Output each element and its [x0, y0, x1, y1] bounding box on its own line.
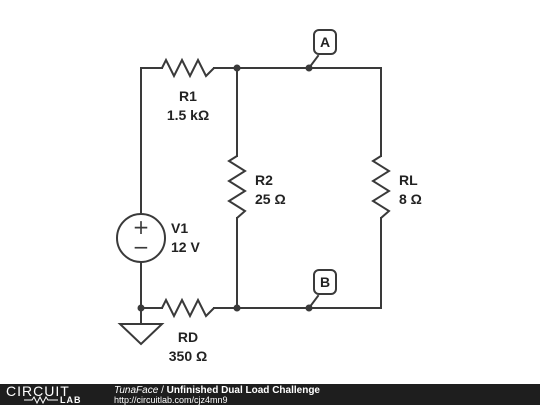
- probe-b-tag: [313, 269, 337, 295]
- probe-b[interactable]: B: [307, 269, 337, 310]
- v1-voltage-source[interactable]: + −: [116, 213, 166, 263]
- v1-minus-sign: −: [133, 235, 150, 259]
- rd-resistor[interactable]: [161, 297, 215, 319]
- rd-name: RD: [178, 329, 198, 345]
- junction-top: [233, 64, 241, 72]
- v1-name: V1: [171, 220, 188, 236]
- rl-resistor[interactable]: [371, 155, 391, 219]
- probe-a-label: A: [320, 34, 330, 50]
- logo-text: CIRCUIT: [6, 383, 70, 399]
- r1-resistor[interactable]: [161, 57, 215, 79]
- probe-a-lead: [307, 54, 320, 70]
- v1-value: 12 V: [171, 239, 200, 255]
- v1-circle: [116, 213, 166, 263]
- rd-value: 350 Ω: [169, 348, 207, 364]
- r2-resistor[interactable]: [227, 155, 247, 219]
- r2-name: R2: [255, 172, 273, 188]
- footer-circuit-title[interactable]: Unfinished Dual Load Challenge: [166, 385, 320, 396]
- r2-value: 25 Ω: [255, 191, 286, 207]
- probe-b-label: B: [320, 274, 330, 290]
- v1-plus-sign: +: [133, 215, 150, 239]
- logo-lab-text: LAB: [60, 395, 82, 405]
- r1-name: R1: [179, 88, 197, 104]
- rl-name: RL: [399, 172, 418, 188]
- r1-value: 1.5 kΩ: [167, 107, 209, 123]
- probe-a[interactable]: A: [307, 29, 337, 70]
- footer-author[interactable]: TunaFace: [114, 385, 159, 396]
- logo-resistor-icon: [24, 396, 58, 404]
- probe-b-lead: [307, 294, 320, 310]
- rl-value: 8 Ω: [399, 191, 422, 207]
- circuit-schematic: + − A B R1 1.5 kΩ R2 25 Ω RL 8 Ω V1 12 V…: [116, 29, 422, 364]
- probe-a-tag: [313, 29, 337, 55]
- junction-ground: [137, 304, 145, 312]
- footer-bar: CIRCUIT LAB TunaFace / Unfinished Dual L…: [0, 384, 540, 405]
- footer-title-line: TunaFace / Unfinished Dual Load Challeng…: [114, 385, 320, 396]
- ground-icon: [117, 323, 165, 346]
- junction-bottom: [233, 304, 241, 312]
- footer-url[interactable]: http://circuitlab.com/cjz4mn9: [114, 395, 228, 405]
- footer-separator: /: [158, 385, 167, 396]
